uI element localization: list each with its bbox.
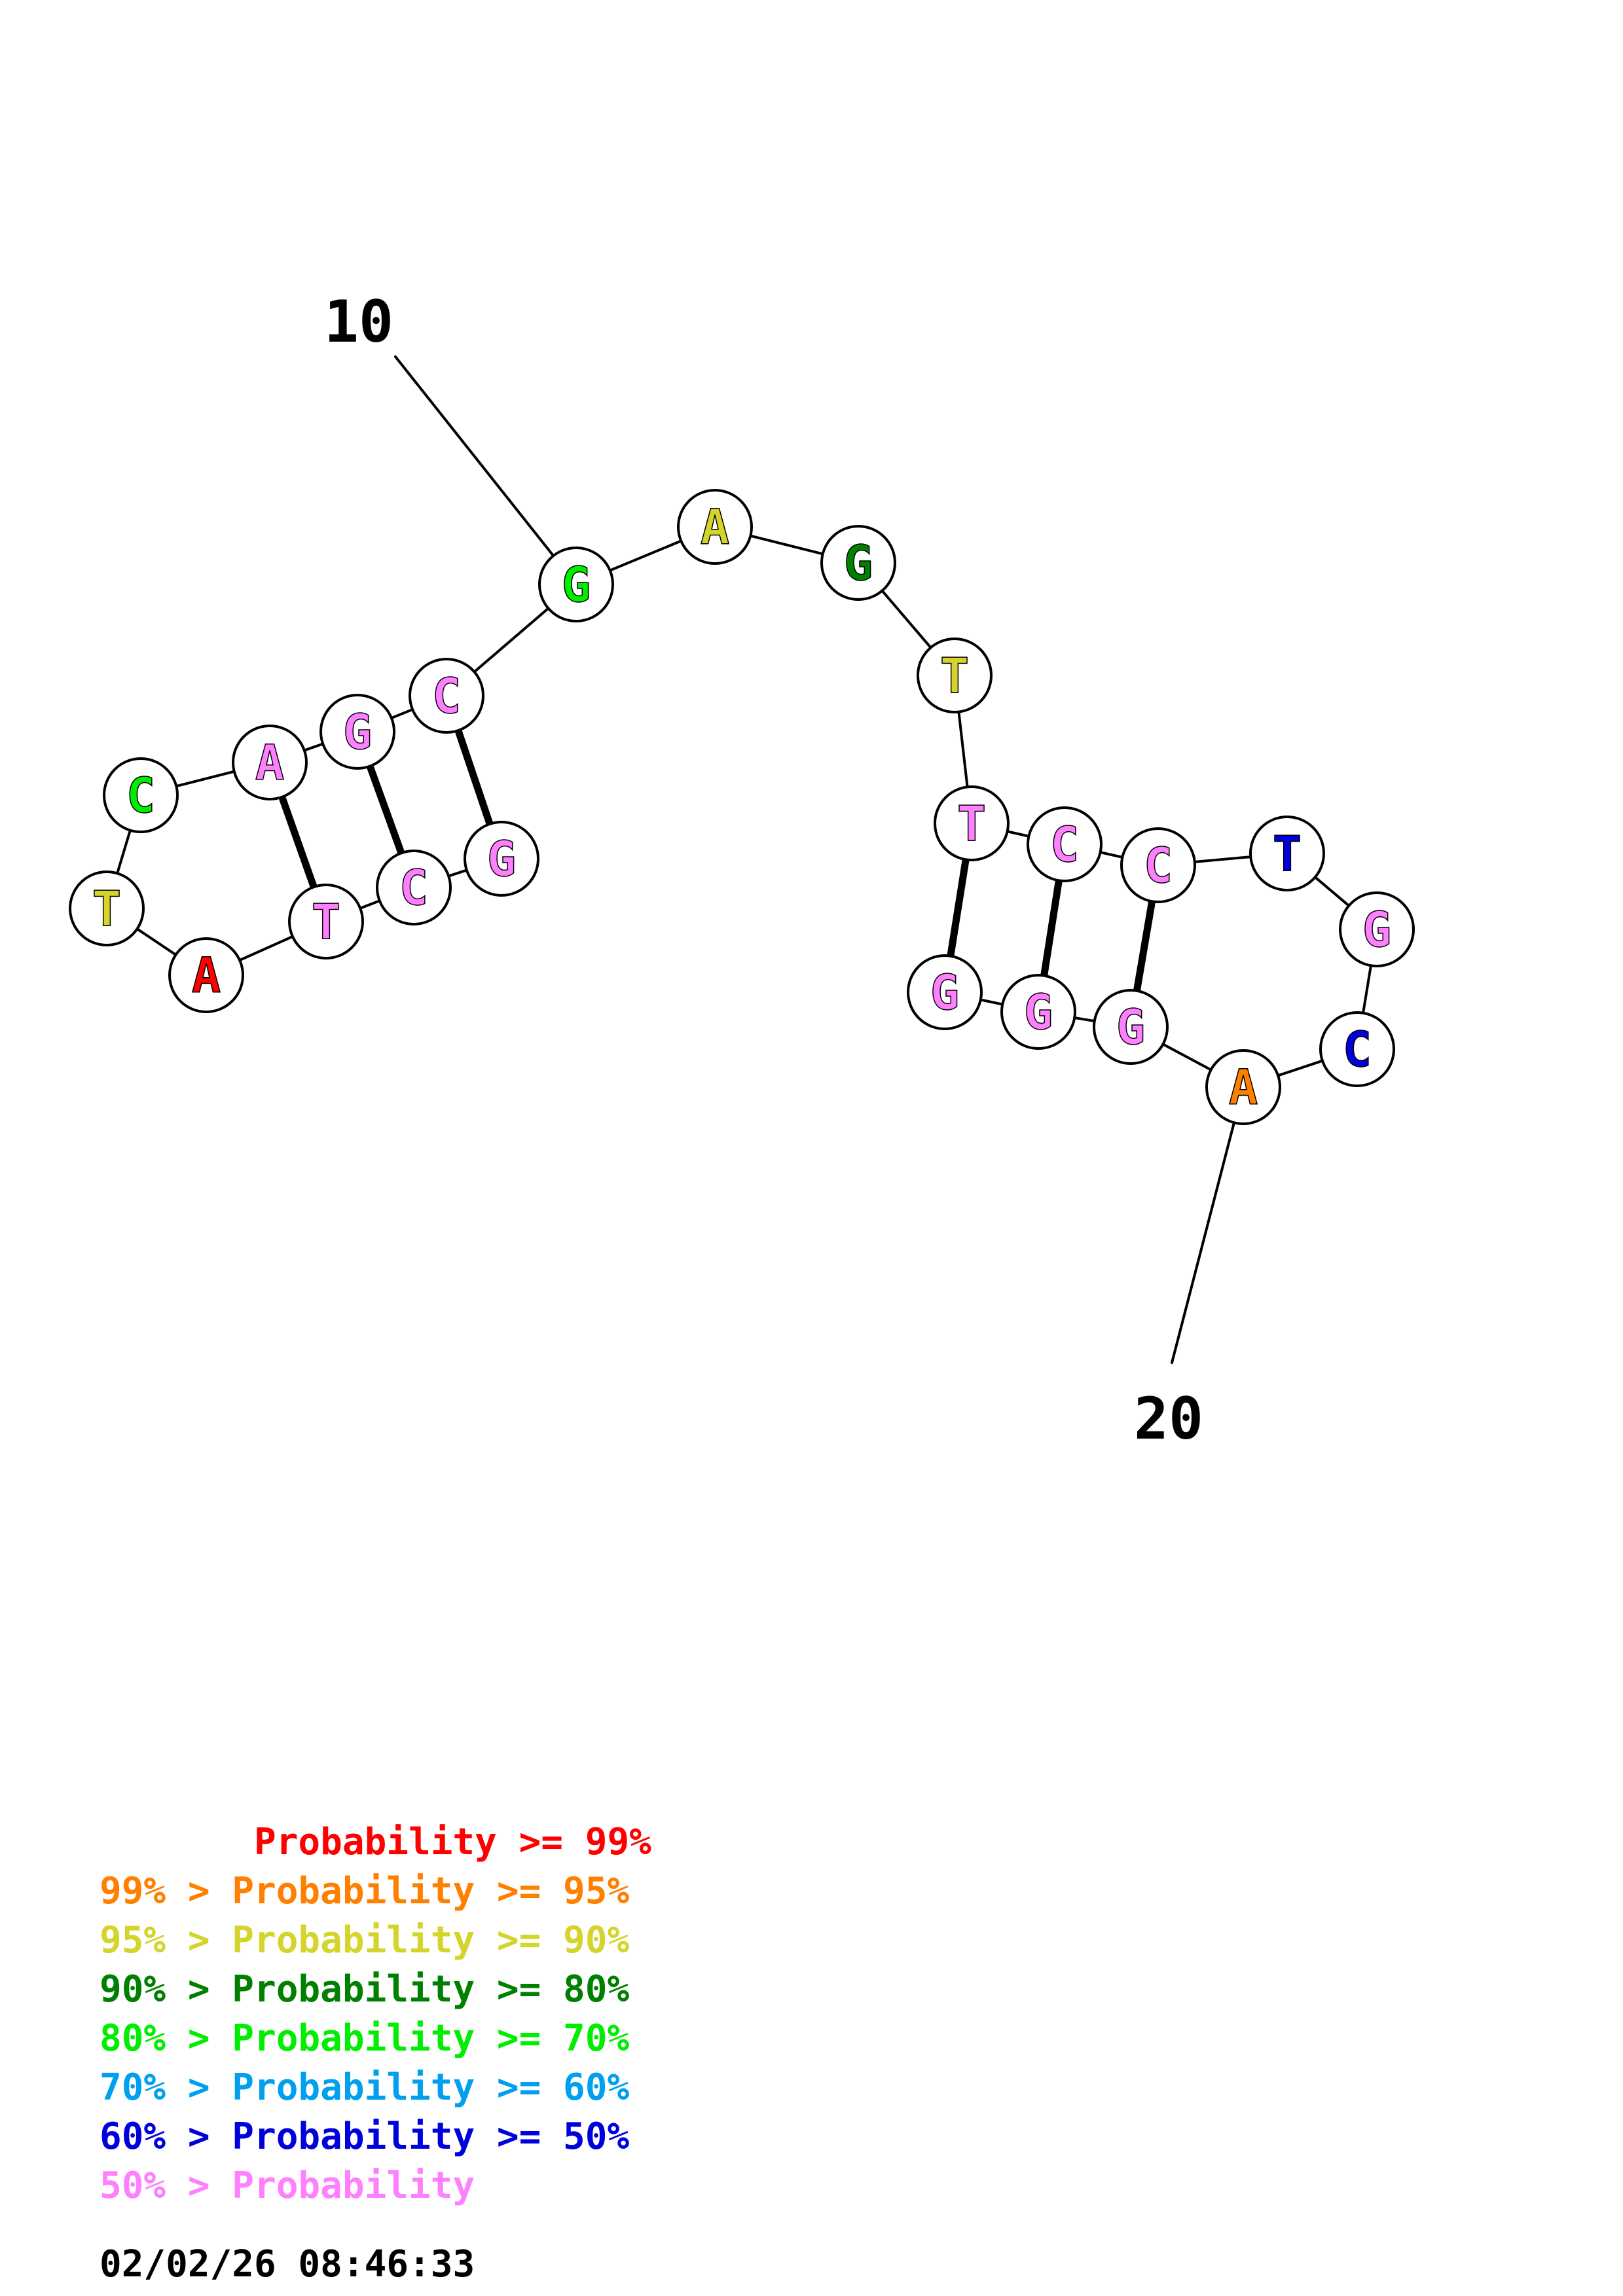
- legend-entry: 60% > Probability >= 50%: [100, 2115, 629, 2158]
- nucleotide-circle: [820, 525, 896, 601]
- nucleotide-circle: [917, 637, 993, 713]
- nucleotide-base-label: T: [1273, 826, 1302, 882]
- tail-line-3prime: [1171, 1086, 1245, 1364]
- nucleotide-base-label: T: [312, 894, 341, 950]
- nucleotide-g: G: [319, 694, 395, 770]
- nucleotide-base-label: G: [1116, 999, 1146, 1056]
- nucleotide-base-label: G: [562, 557, 591, 613]
- backbone-links: [105, 526, 1378, 1088]
- nucleotide-g: G: [907, 954, 983, 1030]
- nucleotide-circle: [409, 658, 484, 734]
- nucleotide-circle: [538, 547, 614, 622]
- nucleotide-circle: [103, 757, 179, 833]
- nucleotide-base-label: G: [487, 831, 517, 888]
- nucleotide-circle: [1339, 891, 1415, 967]
- nucleotide-circle: [319, 694, 395, 770]
- nucleotide-circle: [677, 489, 753, 565]
- nucleotide-g: G: [1339, 891, 1415, 967]
- nucleotide-t: T: [917, 637, 993, 713]
- nucleotide-base-label: C: [1050, 817, 1080, 873]
- probability-legend: Probability >= 99% 99% > Probability >= 9…: [100, 1821, 651, 2207]
- nucleotide-g: G: [820, 525, 896, 601]
- nucleotide-g: G: [538, 547, 614, 622]
- nucleotide-a: A: [1205, 1049, 1281, 1125]
- legend-entry: 90% > Probability >= 80%: [100, 1968, 629, 2011]
- legend-entry: 95% > Probability >= 90%: [100, 1919, 629, 1962]
- nucleotide-circle: [1027, 806, 1103, 882]
- legend-entry: 70% > Probability >= 60%: [100, 2066, 629, 2109]
- nucleotide-g: G: [1000, 974, 1076, 1050]
- nucleotide-base-label: G: [1024, 984, 1053, 1041]
- nucleotide-base-label: G: [343, 704, 373, 761]
- nucleotide-base-label: C: [1144, 838, 1173, 894]
- legend-entry: Probability >= 99%: [254, 1821, 651, 1863]
- nucleotide-base-label: G: [1362, 902, 1392, 958]
- legend-entry: 50% > Probability: [100, 2164, 475, 2207]
- nucleotide-circle: [1249, 816, 1325, 891]
- nucleotide-a: A: [232, 725, 308, 800]
- nucleotide-t: T: [934, 785, 1010, 861]
- nucleotide-circle: [376, 850, 452, 925]
- nucleotide-g: G: [464, 821, 539, 897]
- nucleotide-base-label: T: [92, 881, 122, 937]
- nucleotide-circle: [1319, 1011, 1395, 1087]
- nucleotide-base-label: T: [957, 796, 987, 852]
- strand-tails: [394, 355, 1245, 1364]
- nucleotide-c: C: [1319, 1011, 1395, 1087]
- nucleotide-t: T: [288, 884, 364, 960]
- nucleotide-a: A: [168, 937, 244, 1013]
- nucleotide-c: C: [1027, 806, 1103, 882]
- nucleotide-base-label: C: [1343, 1022, 1372, 1078]
- nucleotide-circle: [1120, 827, 1196, 903]
- nucleotide-circle: [1205, 1049, 1281, 1125]
- nucleotide-t: T: [1249, 816, 1325, 891]
- nucleotide-a: A: [677, 489, 753, 565]
- position-label-20: 20: [1134, 1385, 1203, 1452]
- timestamp: 02/02/26 08:46:33: [100, 2243, 475, 2286]
- nucleotide-g: G: [1093, 989, 1169, 1065]
- legend-entry: 80% > Probability >= 70%: [100, 2017, 629, 2060]
- nucleotide-base-label: A: [1229, 1060, 1258, 1116]
- nucleotide-base-label: G: [844, 535, 873, 592]
- nucleotide-base-label: C: [126, 768, 156, 824]
- nucleotide-base-label: T: [940, 648, 970, 704]
- position-label-10: 10: [324, 288, 393, 355]
- nucleotide-circle: [934, 785, 1010, 861]
- nucleotide-circle: [288, 884, 364, 960]
- nucleotide-c: C: [1120, 827, 1196, 903]
- nucleotide-circle: [168, 937, 244, 1013]
- nucleotide-circle: [232, 725, 308, 800]
- nucleotide-c: C: [103, 757, 179, 833]
- nucleotide-c: C: [409, 658, 484, 734]
- nucleotide-base-label: A: [701, 499, 730, 556]
- nucleotide-circle: [1000, 974, 1076, 1050]
- nucleotide-circle: [464, 821, 539, 897]
- nucleotide-c: C: [376, 850, 452, 925]
- legend-entry: 99% > Probability >= 95%: [100, 1870, 629, 1912]
- nucleotide-nodes: G A G T T C C T G C A G G G C G A C T A T C G: [69, 489, 1415, 1125]
- tail-line-5prime: [394, 355, 577, 586]
- nucleotide-circle: [907, 954, 983, 1030]
- nucleotide-circle: [69, 870, 145, 946]
- nucleotide-circle: [1093, 989, 1169, 1065]
- nucleotide-base-label: C: [432, 668, 462, 725]
- nucleotide-base-label: A: [192, 948, 221, 1004]
- nucleotide-base-label: G: [930, 965, 960, 1021]
- nucleotide-base-label: C: [399, 860, 429, 916]
- nucleotide-base-label: A: [255, 735, 285, 791]
- nucleotide-t: T: [69, 870, 145, 946]
